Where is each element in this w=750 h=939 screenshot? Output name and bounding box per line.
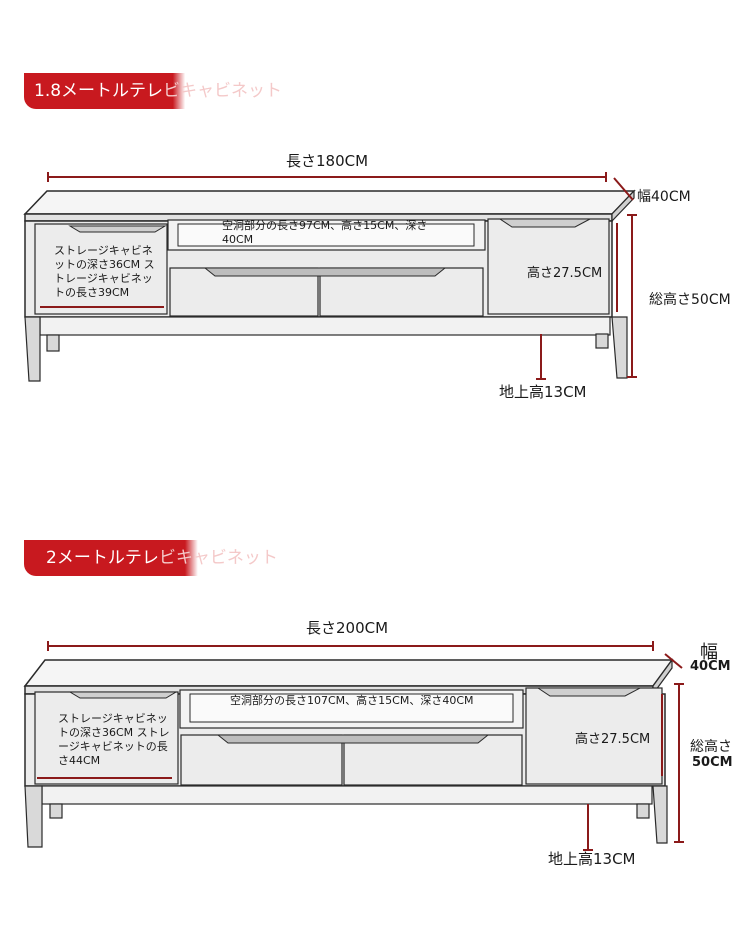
leg-back-right — [636, 803, 650, 819]
cavity-label: 空洞部分の長さ107CM、高さ15CM、深さ40CM — [230, 694, 474, 707]
leg-back-left — [49, 803, 63, 819]
leg-back-left — [46, 334, 60, 352]
leg-back-right — [595, 333, 609, 349]
cabinet-section-2m: 2メートルテレビキャビネット — [0, 470, 750, 939]
height-label: 高さ27.5CM — [527, 266, 603, 281]
length-label: 長さ200CM — [306, 619, 389, 637]
width-label-bottom: 40CM — [690, 659, 731, 674]
length-label: 長さ180CM — [286, 152, 369, 170]
storage-door-left — [34, 223, 168, 315]
ground-clearance-label: 地上高13CM — [499, 383, 587, 401]
leg-front-left — [24, 785, 43, 848]
storage-label: ストレージキャビネットの深さ36CM ストレージキャビネットの長さ44CM — [58, 712, 170, 767]
storage-door-right — [525, 687, 663, 785]
badge-text-fade: ビキャビネット — [158, 548, 278, 568]
total-height-label-bottom: 50CM — [692, 755, 733, 770]
width-dim-line — [613, 177, 634, 201]
leg-front-right — [611, 316, 628, 379]
width-label: 幅40CM — [637, 189, 691, 205]
width-label-top: 幅 — [700, 642, 718, 663]
height-label: 高さ27.5CM — [575, 732, 651, 747]
cavity-label: 空洞部分の長さ97CM、高さ15CM、深さ40CM — [222, 219, 428, 246]
width-dim-line — [664, 653, 683, 669]
total-height-label: 総高さ50CM — [649, 292, 731, 308]
cabinet-top — [23, 659, 674, 687]
cabinet-top — [23, 190, 636, 215]
base-rail — [39, 316, 611, 336]
section-badge: 2メートルテレビキャビネット — [24, 540, 346, 576]
cabinet-section-1-8m: 1.8メートルテレビキャビネット — [23, 73, 731, 401]
base-rail — [41, 785, 653, 805]
cabinet-drawing-2 — [23, 641, 684, 851]
storage-label: ストレージキャビネットの深さ36CM ストレージキャビネットの長さ39CM — [54, 244, 155, 299]
storage-door-right — [487, 218, 610, 315]
total-height-label-top: 総高さ — [690, 739, 732, 755]
badge-text-fade: ビキャビネット — [163, 81, 283, 101]
leg-front-left — [24, 316, 41, 382]
section-badge: 1.8メートルテレビキャビネット — [24, 73, 334, 109]
cabinet-drawing-1 — [23, 172, 637, 382]
storage-door-left — [34, 691, 179, 785]
ground-clearance-label: 地上高13CM — [548, 850, 636, 868]
badge-text-solid: 2メートルテレ — [46, 548, 159, 568]
badge-text-solid: 1.8メートルテレ — [34, 81, 164, 101]
leg-front-right — [652, 785, 668, 844]
cabinet-side — [611, 189, 635, 223]
